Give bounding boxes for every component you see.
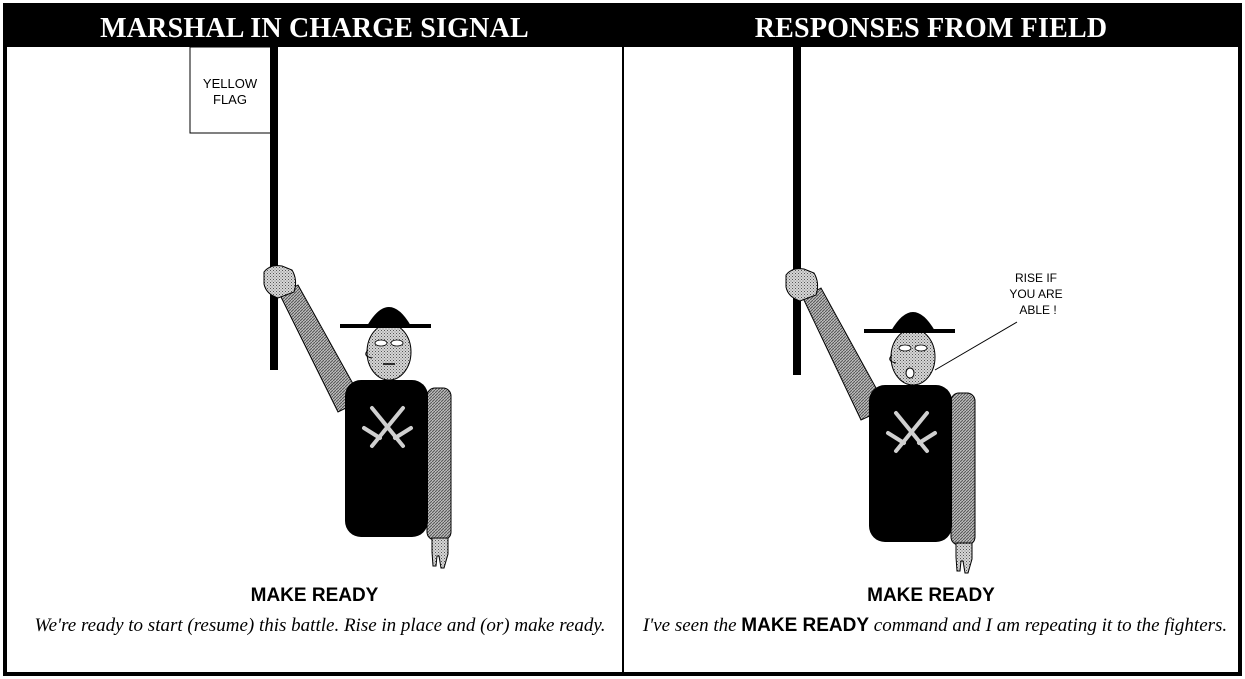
right-pole xyxy=(793,47,801,375)
right-pointing-hand-icon xyxy=(956,543,972,573)
marshal-head xyxy=(367,324,411,380)
right-description-bold: MAKE READY xyxy=(741,615,869,636)
marshal-figure-right: RISE IF YOU ARE ABLE ! xyxy=(786,47,1063,573)
right-hat xyxy=(891,312,935,331)
speech-line1: RISE IF xyxy=(1015,271,1057,285)
right-lowered-arm xyxy=(951,393,975,545)
flag-pole xyxy=(270,47,278,370)
right-description-suffix: command and I am repeating it to the fig… xyxy=(869,615,1227,636)
lowered-arm xyxy=(427,388,451,540)
gripping-hand xyxy=(264,266,296,298)
right-tabard xyxy=(869,385,952,542)
left-title: MAKE READY xyxy=(7,585,622,607)
tabard xyxy=(345,380,428,537)
pointing-hand-icon xyxy=(432,538,448,568)
right-title: MAKE READY xyxy=(624,585,1238,607)
hat xyxy=(367,307,411,326)
right-description: I've seen the MAKE READY command and I a… xyxy=(640,612,1230,639)
speech-line3: ABLE ! xyxy=(1019,303,1056,317)
right-description-prefix: I've seen the xyxy=(643,615,741,636)
open-mouth xyxy=(906,368,914,378)
marshal-figure-left: YELLOW FLAG xyxy=(190,47,451,568)
right-gripping-hand xyxy=(786,269,818,301)
flag-label-line1: YELLOW xyxy=(203,76,258,91)
speech-line2: YOU ARE xyxy=(1009,287,1062,301)
flag-label-line2: FLAG xyxy=(213,92,247,107)
left-description: We're ready to start (resume) this battl… xyxy=(25,612,615,639)
